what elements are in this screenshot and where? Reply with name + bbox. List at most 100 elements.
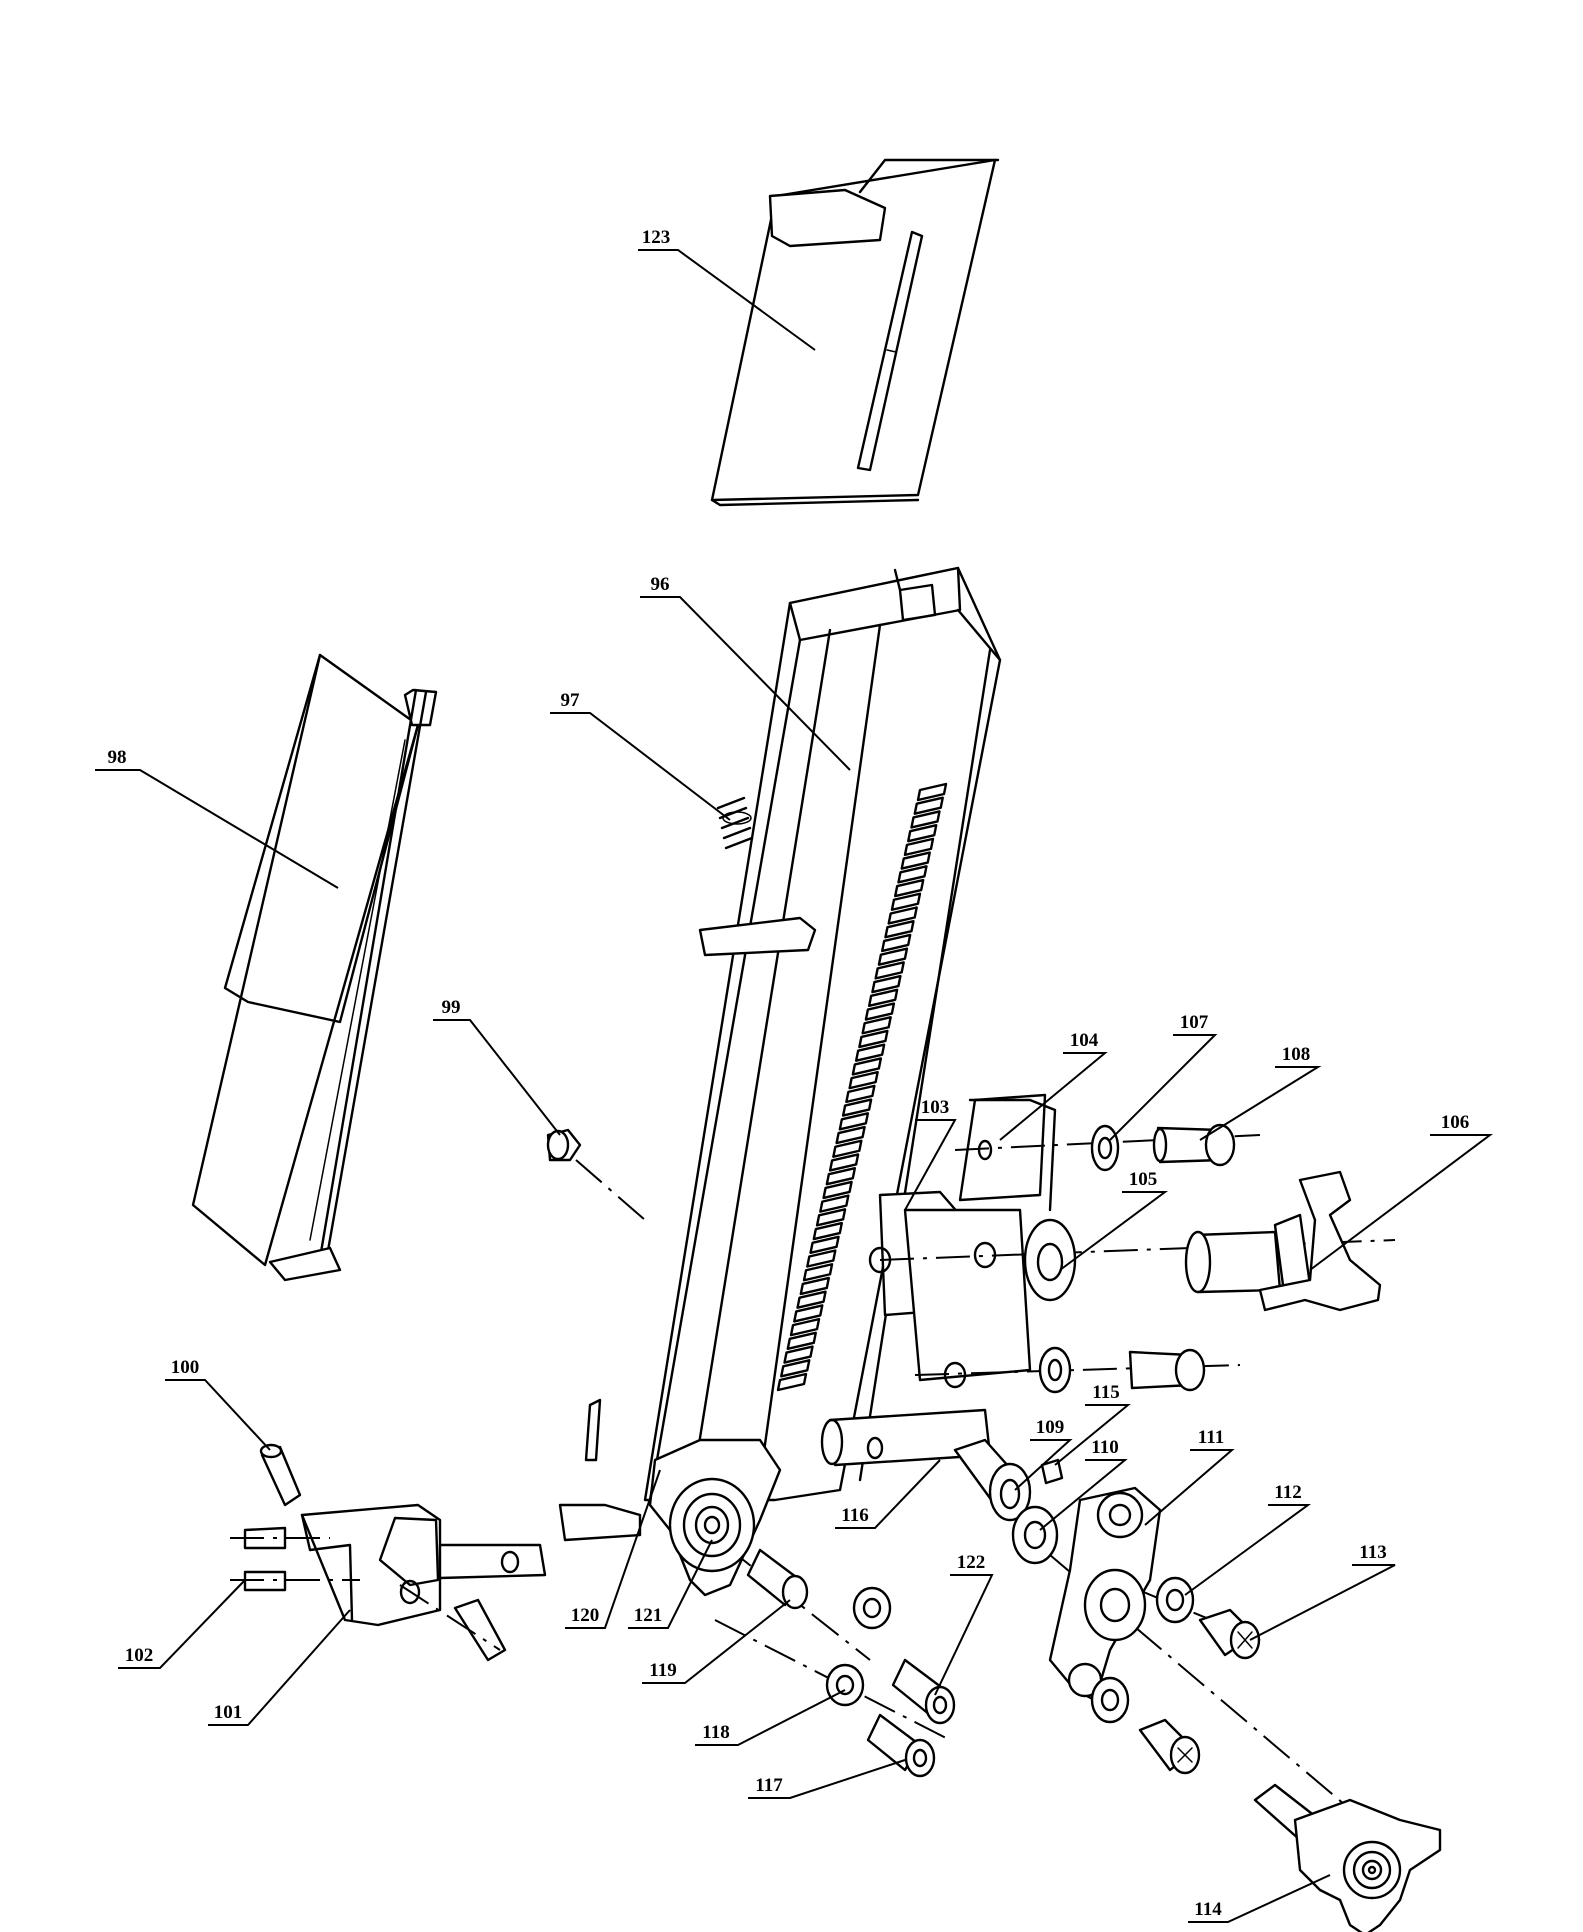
label-120: 120 xyxy=(571,1605,600,1626)
rack-tooth xyxy=(789,1317,821,1337)
label-100: 100 xyxy=(171,1357,200,1378)
rack-tooth xyxy=(894,878,925,898)
rack-tooth xyxy=(884,920,915,939)
part-110-washer xyxy=(1011,1505,1059,1565)
part-104-block xyxy=(958,1093,1057,1212)
callout-108: 108 xyxy=(1199,1044,1322,1141)
label-98: 98 xyxy=(108,747,127,768)
part-98-side-plate xyxy=(191,653,438,1282)
callout-103: 103 xyxy=(904,1097,957,1211)
rack-tooth xyxy=(819,1194,850,1213)
callout-96: 96 xyxy=(640,574,851,771)
rack-tooth xyxy=(835,1125,866,1145)
part-111-plate xyxy=(1048,1486,1162,1702)
part-117-screw xyxy=(866,1713,936,1778)
part-113-screw xyxy=(1198,1608,1261,1660)
label-108: 108 xyxy=(1282,1044,1311,1065)
rack-tooth xyxy=(871,974,902,994)
rack-tooth xyxy=(887,906,918,925)
callout-102: 102 xyxy=(118,1579,246,1669)
label-99: 99 xyxy=(442,997,461,1018)
label-102: 102 xyxy=(125,1645,154,1666)
callout-112: 112 xyxy=(1184,1482,1312,1596)
callout-118: 118 xyxy=(695,1689,846,1746)
callout-110: 110 xyxy=(1039,1437,1128,1531)
part-100-pin xyxy=(259,1443,302,1507)
callout-115: 115 xyxy=(1054,1382,1131,1466)
callout-116: 116 xyxy=(835,1459,941,1529)
label-111: 111 xyxy=(1198,1427,1224,1448)
part-101-bracket xyxy=(300,1503,547,1662)
lower-washer-113b xyxy=(1090,1676,1201,1775)
callout-121: 121 xyxy=(628,1539,713,1629)
label-112: 112 xyxy=(1274,1482,1301,1503)
part-106-knob xyxy=(1184,1170,1382,1312)
label-96: 96 xyxy=(651,574,670,595)
part-103-block xyxy=(868,1190,1032,1389)
rack-tooth xyxy=(913,796,944,815)
label-116: 116 xyxy=(841,1505,868,1526)
rack-tooth xyxy=(903,837,935,857)
label-114: 114 xyxy=(1194,1899,1222,1920)
label-110: 110 xyxy=(1091,1437,1118,1458)
rack-tooth xyxy=(880,933,912,953)
label-119: 119 xyxy=(649,1660,676,1681)
rack-tooth xyxy=(877,947,909,966)
part-105-washer xyxy=(1023,1218,1077,1302)
rack-tooth xyxy=(851,1057,883,1076)
rack-tooth xyxy=(806,1249,837,1268)
callout-120: 120 xyxy=(565,1469,661,1629)
callout-105: 105 xyxy=(1059,1169,1169,1271)
part-116-shaft xyxy=(820,1408,992,1467)
rack-tooth xyxy=(890,892,922,911)
part-109-pinion xyxy=(953,1438,1032,1522)
callout-123: 123 xyxy=(638,227,816,351)
callout-100: 100 xyxy=(165,1357,271,1451)
rack-tooth xyxy=(864,1002,896,1021)
label-121: 121 xyxy=(634,1605,663,1626)
label-97: 97 xyxy=(561,690,581,711)
label-115: 115 xyxy=(1092,1382,1119,1403)
rack-tooth xyxy=(916,782,948,802)
callout-104: 104 xyxy=(999,1030,1108,1141)
callout-101: 101 xyxy=(208,1609,351,1726)
label-103: 103 xyxy=(921,1097,950,1118)
label-123: 123 xyxy=(642,227,671,248)
callout-114: 114 xyxy=(1188,1874,1331,1923)
label-106: 106 xyxy=(1441,1112,1470,1133)
rack-tooth xyxy=(838,1112,870,1131)
part-118-washer xyxy=(825,1586,892,1707)
rack-tooth xyxy=(825,1166,857,1186)
part-119-screw xyxy=(746,1548,809,1610)
rack-tooth xyxy=(783,1345,814,1364)
part-123-slotted-plate xyxy=(710,158,1000,507)
rack-tooth xyxy=(858,1029,889,1049)
rack-tooth xyxy=(812,1221,844,1241)
callout-107: 107 xyxy=(1109,1012,1218,1141)
part-121-bearing xyxy=(668,1477,756,1573)
rack-tooth xyxy=(780,1359,811,1378)
rack-tooth xyxy=(793,1304,824,1323)
label-118: 118 xyxy=(702,1722,729,1743)
rack-tooth xyxy=(815,1208,847,1227)
rack-tooth xyxy=(796,1290,827,1309)
part-107-washer xyxy=(1090,1124,1120,1172)
rack-tooth xyxy=(910,810,941,829)
part-108-screw xyxy=(1152,1123,1236,1167)
part-112-washer xyxy=(1155,1576,1195,1624)
rack-tooth xyxy=(809,1235,840,1254)
rack-tooth xyxy=(900,851,931,870)
part-122-screw xyxy=(891,1658,956,1725)
rack-tooth xyxy=(897,865,928,884)
lower-washer-screw xyxy=(1038,1346,1206,1394)
callout-109: 109 xyxy=(1014,1417,1073,1491)
callout-99: 99 xyxy=(433,997,561,1136)
rack-tooth xyxy=(832,1139,863,1158)
rack-teeth xyxy=(776,782,948,1392)
rack-tooth xyxy=(802,1263,834,1282)
rack-tooth xyxy=(828,1153,860,1172)
label-122: 122 xyxy=(957,1552,986,1573)
callout-119: 119 xyxy=(642,1599,791,1684)
rack-tooth xyxy=(776,1372,808,1392)
